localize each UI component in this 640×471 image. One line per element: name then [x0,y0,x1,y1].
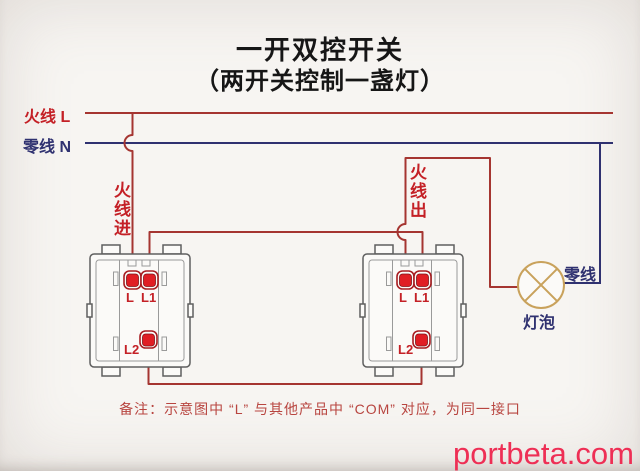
terminal-l [399,273,412,287]
screw-slot [386,271,392,286]
watermark: portbeta.com [453,436,634,471]
neutral-bus-label: 零线 N [23,139,72,156]
mount-tab [162,366,182,377]
neutral-annotation: 零线 [564,267,597,284]
mount-tab [374,366,394,377]
mount-tab [374,244,394,255]
terminal-l2 [142,333,155,347]
mount-tab [101,244,121,255]
lamp-cross [523,267,559,303]
side-notch [187,303,194,318]
footnote: 备注：示意图中 “L” 与其他产品中 “COM” 对应，为同一接口 [119,401,521,417]
wire-entry-notch [400,259,410,267]
terminals [123,270,159,349]
screw-slot [161,271,167,286]
screw-slot [434,271,440,286]
neutral-wire [85,142,613,284]
lamp-icon [517,261,565,309]
live-in-wire [123,113,134,272]
lamp-label: 灯泡 [523,315,556,332]
mount-tab [435,366,455,377]
right-terminal-label-l2: L2 [398,342,414,357]
side-notch [460,303,467,318]
right-switch [359,244,467,377]
right-terminal-label-l1: L1 [414,290,430,305]
terminal-l1 [416,273,429,287]
screw-slot [386,336,392,351]
left-switch [86,244,194,377]
mount-tab [435,244,455,255]
terminal-l [126,273,139,287]
live-bus-label: 火线 L [24,109,71,126]
side-notch [86,303,93,318]
left-terminal-label-l: L [126,290,134,305]
inner-frame [368,259,458,362]
left-terminal-label-l1: L1 [141,290,157,305]
page-title: 一开双控开关 [235,35,404,65]
side-notch [359,303,366,318]
screw-slot [113,336,119,351]
terminal-l1 [143,273,156,287]
switch-plate [89,253,191,368]
wire-entry-notch [414,259,424,267]
mount-tab [162,244,182,255]
left-terminal-label-l2: L2 [124,342,140,357]
traveller-l1-wire [148,231,424,272]
screw-slot [434,336,440,351]
inner-frame [95,259,185,362]
mount-tab [101,366,121,377]
wire-entry-notch [127,259,137,267]
terminal-l2 [415,333,428,347]
live-out-annotation: 火线出 [407,163,426,220]
live-in-annotation: 火线进 [111,181,130,238]
screw-slot [161,336,167,351]
right-terminal-label-l: L [399,290,407,305]
terminals [396,270,432,349]
page-subtitle: （两开关控制一盏灯） [195,68,445,95]
wire-entry-notch [141,259,151,267]
screw-slot [113,271,119,286]
live-out-wire [396,157,518,288]
